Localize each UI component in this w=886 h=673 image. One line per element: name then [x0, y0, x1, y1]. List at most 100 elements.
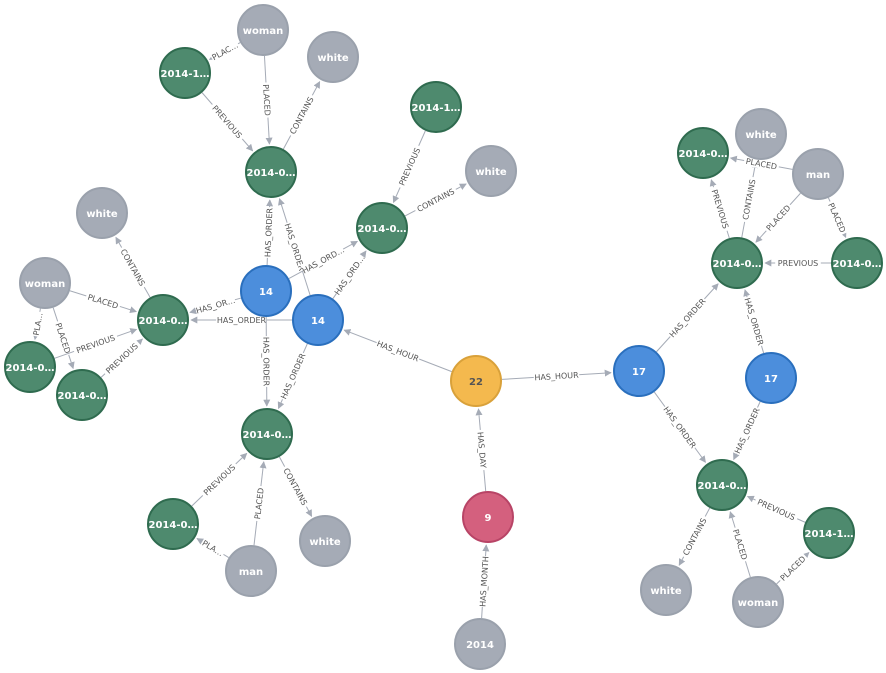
node-m_r[interactable]: man [792, 148, 844, 200]
node-circle-hour[interactable] [613, 345, 665, 397]
edge-m_r-o_r_right[interactable]: PLACED [825, 197, 850, 238]
node-h14b[interactable]: 14 [292, 294, 344, 346]
node-o_r_top_l[interactable]: 2014-0… [677, 127, 729, 179]
node-o_mid_tr[interactable]: 2014-1… [410, 81, 462, 133]
node-circle-attr[interactable] [299, 515, 351, 567]
node-c_r_top[interactable]: white [735, 108, 787, 160]
node-o_r_bot_r[interactable]: 2014-1… [803, 507, 855, 559]
node-circle-hour[interactable] [292, 294, 344, 346]
node-circle-attr[interactable] [465, 145, 517, 197]
node-circle-attr[interactable] [19, 257, 71, 309]
edge-m_bot-o_bot_l[interactable]: PLA… [196, 536, 229, 559]
node-o_top[interactable]: 2014-0… [245, 146, 297, 198]
node-o_left_a[interactable]: 2014-0… [4, 341, 56, 393]
edge-y2014-mo9[interactable]: HAS_MONTH [476, 544, 491, 619]
node-w_r_bot[interactable]: woman [732, 576, 784, 628]
edge-d22-h17a[interactable]: HAS_HOUR [501, 368, 612, 383]
edge-o_left-c_left[interactable]: CONTAINS [115, 236, 151, 298]
node-circle-order[interactable] [241, 408, 293, 460]
node-circle-hour[interactable] [240, 265, 292, 317]
node-circle-year[interactable] [454, 618, 506, 670]
node-circle-hour[interactable] [745, 352, 797, 404]
node-h17b[interactable]: 17 [745, 352, 797, 404]
node-circle-attr[interactable] [307, 31, 359, 83]
node-o_top_left[interactable]: 2014-1… [159, 47, 211, 99]
edge-h14b-o_left[interactable]: HAS_ORDER [190, 314, 292, 325]
edge-o_r_bot_r-o_r_bot[interactable]: PREVIOUS [746, 494, 806, 524]
node-o_mid[interactable]: 2014-0… [356, 202, 408, 254]
edge-w_top-o_top_left[interactable]: PLAC… [208, 38, 241, 63]
edge-o_r_bot-c_r_bot[interactable]: CONTAINS [678, 507, 711, 566]
node-circle-order[interactable] [159, 47, 211, 99]
edge-o_r_mid-o_r_top_l[interactable]: PREVIOUS [708, 179, 733, 239]
node-circle-order[interactable] [696, 459, 748, 511]
node-circle-attr[interactable] [225, 545, 277, 597]
node-o_r_mid[interactable]: 2014-0… [711, 237, 763, 289]
edge-o_bot-c_bot[interactable]: CONTAINS [278, 456, 313, 517]
node-c_r_bot[interactable]: white [640, 564, 692, 616]
node-h14a[interactable]: 14 [240, 265, 292, 317]
edge-h17b-o_r_bot[interactable]: HAS_ORDER [730, 401, 763, 461]
node-c_bot[interactable]: white [299, 515, 351, 567]
node-c_top[interactable]: white [307, 31, 359, 83]
node-circle-attr[interactable] [792, 148, 844, 200]
edge-o_mid-c_mid_r[interactable]: CONTAINS [404, 183, 467, 217]
edge-w_r_bot-o_r_bot[interactable]: PLACED [728, 511, 752, 578]
edge-o_r_right-o_r_mid[interactable]: PREVIOUS [764, 257, 831, 268]
node-circle-order[interactable] [831, 237, 883, 289]
edge-h14a-o_top[interactable]: HAS_ORDER [261, 199, 275, 266]
node-circle-order[interactable] [245, 146, 297, 198]
edge-o_top_left-o_top[interactable]: PREVIOUS [201, 92, 254, 152]
node-o_r_right[interactable]: 2014-0… [831, 237, 883, 289]
node-circle-order[interactable] [147, 498, 199, 550]
node-o_bot_l[interactable]: 2014-0… [147, 498, 199, 550]
edge-m_bot-o_bot[interactable]: PLACED [250, 461, 267, 546]
edge-w_left-o_left[interactable]: PLACED [69, 290, 137, 314]
node-mo9[interactable]: 9 [462, 491, 514, 543]
node-c_mid_r[interactable]: white [465, 145, 517, 197]
node-circle-attr[interactable] [237, 4, 289, 56]
node-o_left[interactable]: 2014-0… [137, 294, 189, 346]
node-circle-order[interactable] [677, 127, 729, 179]
edge-h14a-o_bot[interactable]: HAS_ORDER [261, 316, 273, 407]
node-circle-day[interactable] [450, 355, 502, 407]
edge-m_r-o_r_mid[interactable]: PLACED [755, 192, 801, 243]
node-c_left[interactable]: white [76, 187, 128, 239]
node-h17a[interactable]: 17 [613, 345, 665, 397]
node-circle-order[interactable] [56, 369, 108, 421]
edge-mo9-d22[interactable]: HAS_DAY [475, 408, 490, 492]
node-w_top[interactable]: woman [237, 4, 289, 56]
edge-h14b-o_bot[interactable]: HAS_ORDER [277, 343, 308, 410]
node-circle-attr[interactable] [76, 187, 128, 239]
node-o_left_b[interactable]: 2014-0… [56, 369, 108, 421]
edge-w_left-o_left_b[interactable]: PLACED [52, 307, 75, 370]
edge-o_r_mid-c_r_top[interactable]: CONTAINS [738, 160, 759, 238]
node-circle-order[interactable] [4, 341, 56, 393]
node-circle-order[interactable] [711, 237, 763, 289]
node-d22[interactable]: 22 [450, 355, 502, 407]
edge-o_bot_l-o_bot[interactable]: PREVIOUS [191, 452, 248, 507]
edge-h17a-o_r_bot[interactable]: HAS_ORDER [653, 391, 706, 463]
edge-h17a-o_r_mid[interactable]: HAS_ORDER [656, 283, 719, 353]
node-circle-attr[interactable] [732, 576, 784, 628]
node-circle-attr[interactable] [735, 108, 787, 160]
node-y2014[interactable]: 2014 [454, 618, 506, 670]
node-w_left[interactable]: woman [19, 257, 71, 309]
edge-w_left-o_left_a[interactable]: PLA… [29, 308, 45, 341]
edge-d22-h14b[interactable]: HAS_HOUR [343, 329, 452, 373]
edge-w_r_bot-o_r_bot_r[interactable]: PLACED [775, 551, 810, 585]
node-circle-month[interactable] [462, 491, 514, 543]
node-circle-order[interactable] [356, 202, 408, 254]
node-circle-order[interactable] [410, 81, 462, 133]
node-circle-order[interactable] [137, 294, 189, 346]
node-o_r_bot[interactable]: 2014-0… [696, 459, 748, 511]
edge-h14a-o_left[interactable]: HAS_OR… [189, 293, 242, 316]
edge-w_top-o_top[interactable]: PLACED [260, 55, 274, 145]
edge-o_top-c_top[interactable]: CONTAINS [282, 81, 321, 150]
edge-h17b-o_r_mid[interactable]: HAS_ORDER [742, 289, 768, 354]
node-circle-attr[interactable] [640, 564, 692, 616]
node-circle-order[interactable] [803, 507, 855, 559]
edge-o_mid_tr-o_mid[interactable]: PREVIOUS [392, 130, 426, 204]
